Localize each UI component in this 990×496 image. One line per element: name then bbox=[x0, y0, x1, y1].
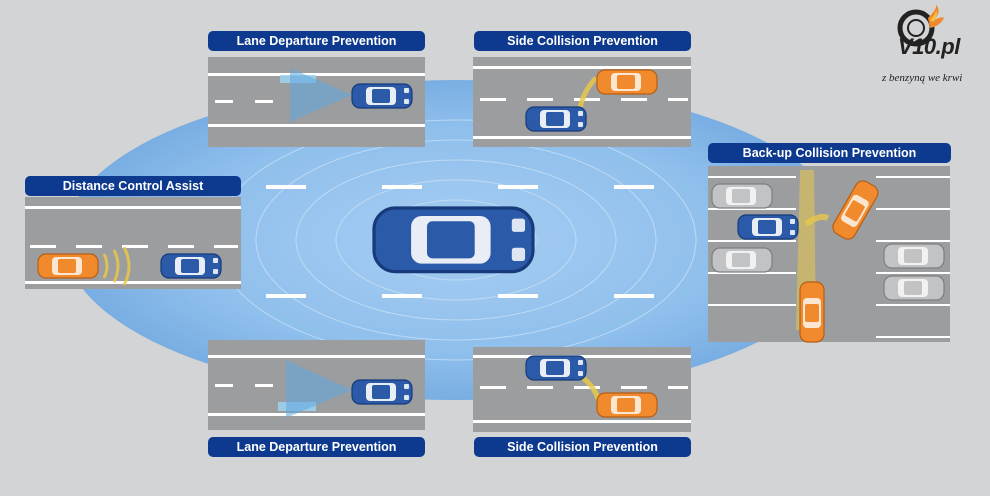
site-logo: V10.pl z benzyną we krwi bbox=[880, 4, 988, 94]
label-side-collision-bottom: Side Collision Prevention bbox=[474, 437, 691, 457]
tire-flame-icon bbox=[897, 4, 944, 47]
label-backup-collision: Back-up Collision Prevention bbox=[708, 143, 951, 163]
label-lane-departure-bottom: Lane Departure Prevention bbox=[208, 437, 425, 457]
logo-name: V10.pl bbox=[898, 34, 960, 59]
label-lane-departure-top: Lane Departure Prevention bbox=[208, 31, 425, 51]
label-distance-control: Distance Control Assist bbox=[25, 176, 241, 196]
label-side-collision-top: Side Collision Prevention bbox=[474, 31, 691, 51]
logo-tagline: z benzyną we krwi bbox=[882, 72, 963, 84]
ego-car-center bbox=[372, 206, 535, 274]
